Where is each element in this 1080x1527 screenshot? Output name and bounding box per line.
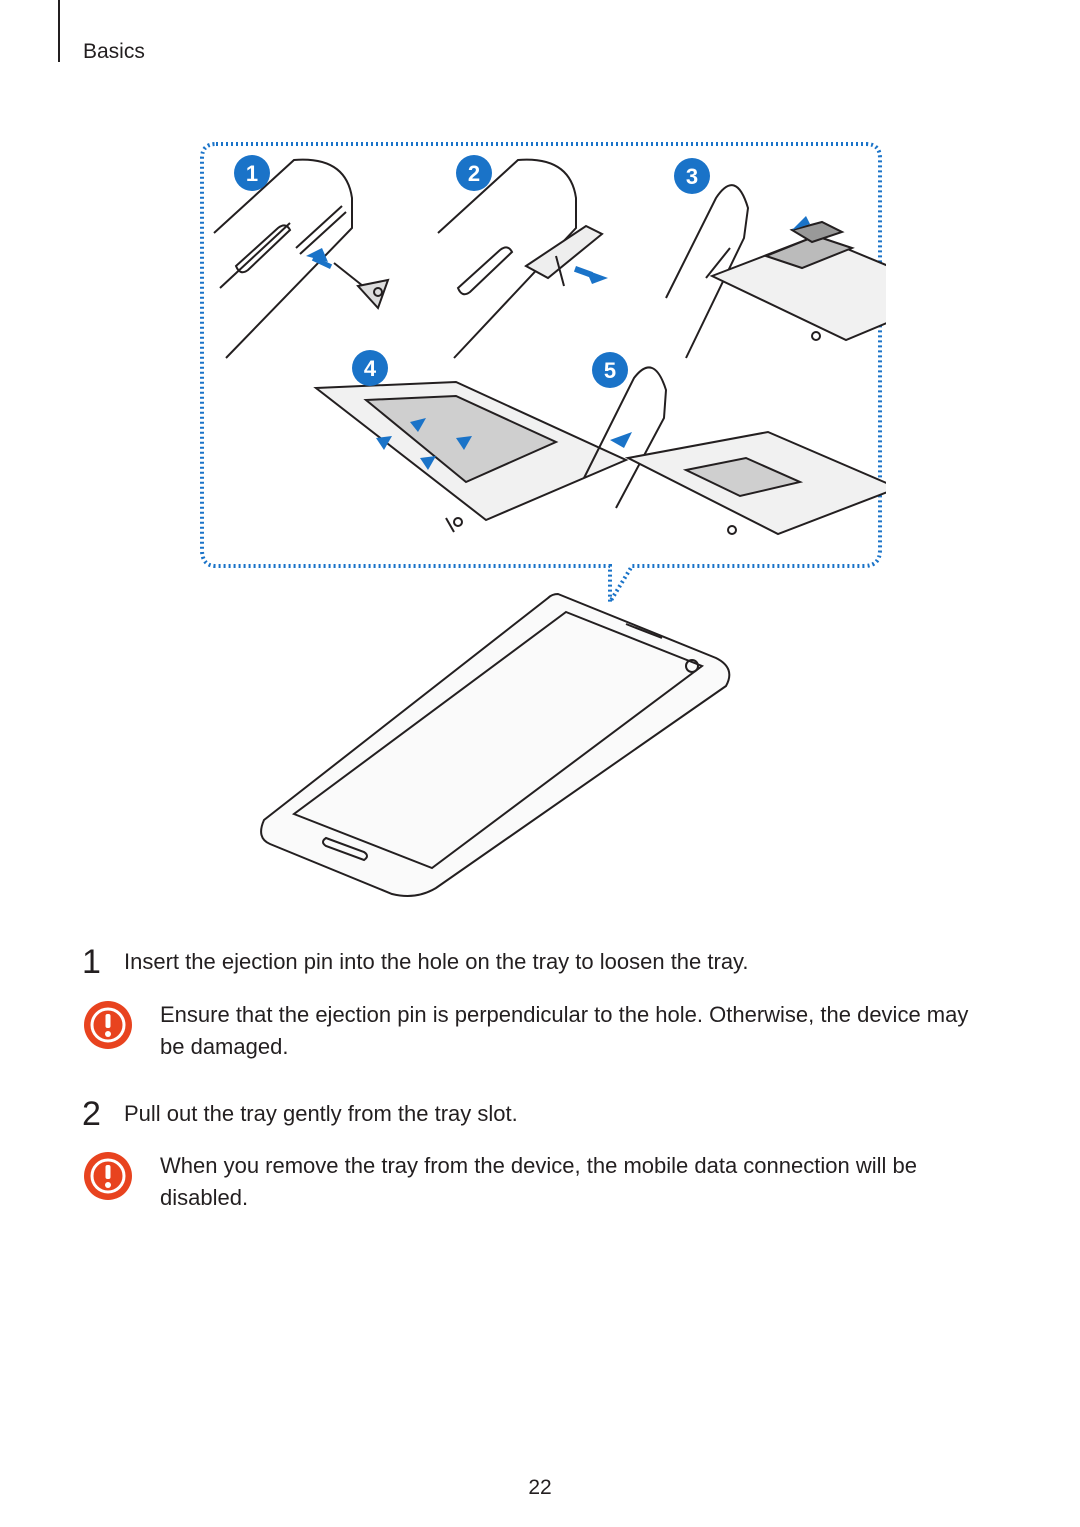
sim-tray-illustration: 1 2 3 4 5	[200, 142, 886, 897]
callout-label-4: 4	[364, 356, 377, 381]
step-number: 1	[82, 943, 101, 981]
callout-4: 4	[352, 350, 388, 386]
panel-1	[213, 158, 390, 359]
callout-5: 5	[592, 352, 628, 388]
callout-2: 2	[456, 155, 492, 191]
step-2: 2 Pull out the tray gently from the tray…	[82, 1095, 518, 1133]
callout-label-2: 2	[468, 161, 480, 186]
panel-4	[313, 380, 629, 533]
dotted-callout-frame	[200, 142, 882, 610]
step-text: Pull out the tray gently from the tray s…	[124, 1101, 518, 1126]
callout-1: 1	[234, 155, 270, 191]
panel-2	[437, 158, 604, 359]
callout-3: 3	[674, 158, 710, 194]
panel-5	[583, 366, 886, 536]
callout-label-5: 5	[604, 358, 616, 383]
note-text: Ensure that the ejection pin is perpendi…	[160, 1002, 969, 1059]
caution-icon	[84, 1001, 132, 1049]
callout-label-3: 3	[686, 164, 698, 189]
section-title: Basics	[83, 40, 145, 63]
callout-label-1: 1	[246, 161, 258, 186]
header-rule	[58, 0, 60, 62]
phone	[260, 592, 731, 897]
note-text: When you remove the tray from the device…	[160, 1153, 917, 1210]
step-number: 2	[82, 1095, 101, 1133]
step-1: 1 Insert the ejection pin into the hole …	[82, 943, 749, 981]
step-text: Insert the ejection pin into the hole on…	[124, 949, 749, 974]
panel-3	[665, 184, 886, 359]
caution-icon	[84, 1152, 132, 1200]
page-number: 22	[528, 1476, 552, 1499]
